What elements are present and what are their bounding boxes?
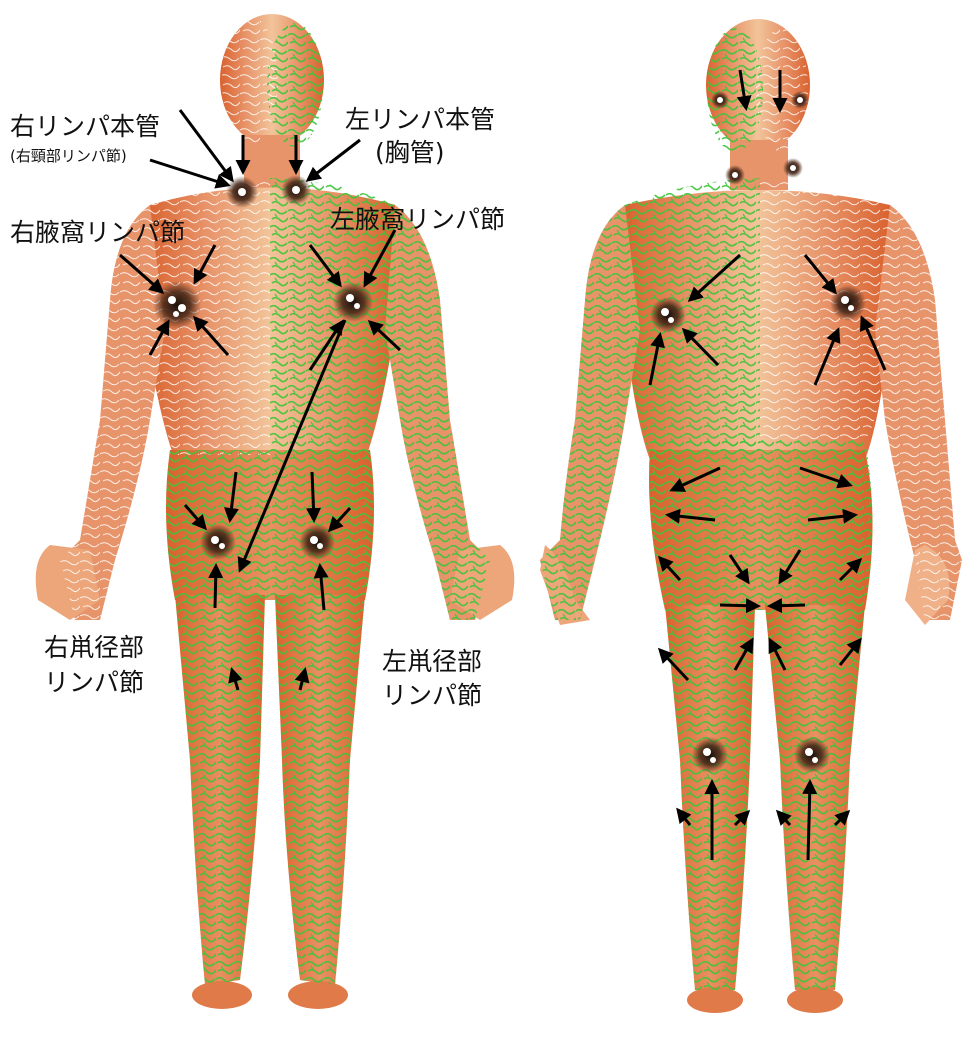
label-right-inguinal-2: リンパ節 xyxy=(44,668,144,698)
label-right-inguinal-1: 右鼡径部 xyxy=(44,633,144,663)
label-left-lymph-duct: 左リンパ本管 xyxy=(345,105,495,135)
node-right-axillary xyxy=(153,281,201,329)
label-left-lymph-duct-sub: (胸管) xyxy=(375,138,445,168)
node-left-axillary xyxy=(333,282,373,322)
label-left-axillary: 左腋窩リンパ節 xyxy=(330,205,505,235)
back-figure xyxy=(540,19,962,1013)
label-right-lymph-duct-sub: (右頸部リンパ節) xyxy=(10,147,127,165)
label-left-inguinal-1: 左鼡径部 xyxy=(382,647,482,677)
label-right-lymph-duct: 右リンパ本管 xyxy=(10,112,160,142)
label-left-inguinal-2: リンパ節 xyxy=(382,681,482,711)
label-right-axillary: 右腋窩リンパ節 xyxy=(10,218,185,248)
